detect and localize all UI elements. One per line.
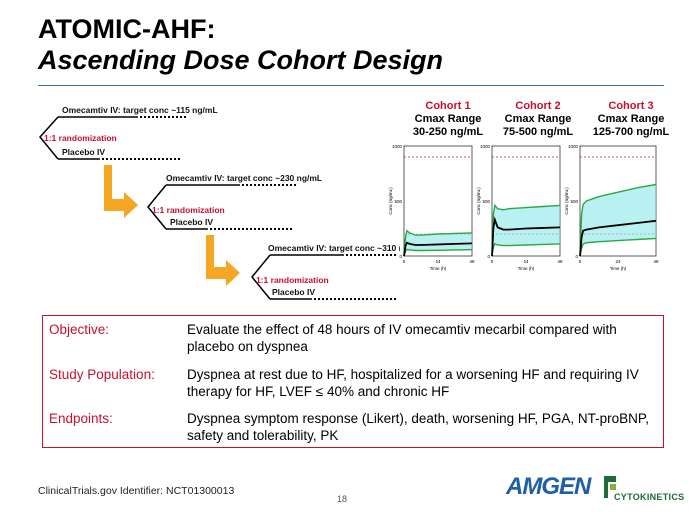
y-axis-label: Conc (ng/mL) <box>388 187 393 215</box>
x-axis-label: Time (h) <box>518 266 535 271</box>
placebo-arm-label: Placebo IV <box>62 147 105 157</box>
slide-title: ATOMIC-AHF: Ascending Dose Cohort Design <box>38 14 443 76</box>
endpoints-label: Endpoints: <box>49 411 113 426</box>
percentile-band <box>492 205 560 256</box>
x-tick-label: 48 <box>653 259 659 264</box>
randomization-label: 1:1 randomization <box>256 275 329 285</box>
title-rule <box>38 85 664 86</box>
cmax-range: 125-700 ng/mL <box>592 126 670 138</box>
title-line-1: ATOMIC-AHF: <box>38 14 216 44</box>
percentile-band <box>580 184 656 256</box>
x-axis-label: Time (h) <box>610 266 627 271</box>
branch-lines <box>39 116 59 160</box>
y-tick-label: 0 <box>487 254 490 259</box>
y-axis-label: Conc (ng/mL) <box>564 187 569 215</box>
x-tick-label: 24 <box>615 259 621 264</box>
series-upper <box>579 183 657 257</box>
x-tick-label: 0 <box>403 259 406 264</box>
cohort-3-header: Cohort 3 Cmax Range 125-700 ng/mL <box>583 100 679 139</box>
x-tick-label: 48 <box>469 259 475 264</box>
stage-1: Omecamtiv IV: target conc ~115 ng/mL 1:1… <box>39 105 218 160</box>
cohort-title: Cohort 1 <box>425 100 471 112</box>
series-median <box>491 216 561 257</box>
placebo-arm-label: Placebo IV <box>272 287 315 297</box>
y-tick-label: 1000 <box>568 144 579 149</box>
y-tick-label: 1000 <box>392 144 403 149</box>
x-axis-label: Time (h) <box>430 266 447 271</box>
population-text: Dyspnea at rest due to HF, hospitalized … <box>187 367 639 399</box>
series-median <box>579 219 657 257</box>
randomization-label: 1:1 randomization <box>44 133 117 143</box>
escalation-arrow-2 <box>206 235 240 286</box>
stage-2: Omecamtiv IV: target conc ~230 ng/mL 1:1… <box>147 173 322 230</box>
stage-3: Omecamtiv IV: target conc ~310 ng/mL 1:1… <box>251 243 400 300</box>
active-arm-label: Omecamtiv IV: target conc ~230 ng/mL <box>166 173 322 183</box>
x-tick-label: 48 <box>557 259 563 264</box>
x-tick-label: 24 <box>435 259 441 264</box>
y-tick-label: 500 <box>482 199 490 204</box>
x-tick-label: 24 <box>523 259 529 264</box>
randomization-label: 1:1 randomization <box>152 205 225 215</box>
objective-label: Objective: <box>49 322 110 337</box>
y-tick-label: 0 <box>575 254 578 259</box>
cohort-title: Cohort 2 <box>515 100 561 112</box>
series-lower <box>491 243 561 257</box>
page-number: 18 <box>337 494 348 504</box>
x-tick-label: 0 <box>491 259 494 264</box>
cohort-title: Cohort 3 <box>608 100 654 112</box>
series-lower <box>403 248 473 257</box>
branch-lines <box>147 184 167 230</box>
active-arm-label: Omecamtiv IV: target conc ~115 ng/mL <box>62 105 218 115</box>
series-median <box>403 241 473 257</box>
placebo-arm-label: Placebo IV <box>170 217 213 227</box>
series-lower <box>579 237 657 257</box>
y-axis-label: Conc (ng/mL) <box>476 187 481 215</box>
x-tick-label: 0 <box>579 259 582 264</box>
branch-lines <box>251 254 271 300</box>
series-upper <box>491 203 561 257</box>
cohort-1-header: Cohort 1 Cmax Range 30-250 ng/mL <box>406 100 490 139</box>
trial-identifier: ClinicalTrials.gov Identifier: NCT013000… <box>38 485 235 497</box>
population-label: Study Population: <box>49 367 155 382</box>
cmax-range: 30-250 ng/mL <box>412 126 484 138</box>
endpoints-text: Dyspnea symptom response (Likert), death… <box>187 411 649 443</box>
y-tick-label: 1000 <box>480 144 491 149</box>
series-upper <box>403 229 473 257</box>
cmax-label: Cmax Range <box>414 113 482 125</box>
cmax-label: Cmax Range <box>597 113 665 125</box>
cytokinetics-logo: CYTOKINETICS <box>614 492 685 502</box>
y-tick-label: 0 <box>399 254 402 259</box>
cohort-2-header: Cohort 2 Cmax Range 75-500 ng/mL <box>494 100 582 139</box>
dose-cohort-diagram: Omecamtiv IV: target conc ~115 ng/mL 1:1… <box>39 105 400 300</box>
y-tick-label: 500 <box>570 199 578 204</box>
study-info-box: Objective: Evaluate the effect of 48 hou… <box>42 315 664 448</box>
cmax-label: Cmax Range <box>504 113 572 125</box>
title-line-2: Ascending Dose Cohort Design <box>38 45 444 75</box>
cmax-range: 75-500 ng/mL <box>502 126 574 138</box>
cytokinetics-logo-icon <box>604 476 616 498</box>
amgen-logo: AMGEN <box>506 473 591 500</box>
y-tick-label: 500 <box>394 199 402 204</box>
objective-text: Evaluate the effect of 48 hours of IV om… <box>187 322 617 354</box>
escalation-arrow-1 <box>104 165 138 218</box>
active-arm-label: Omecamtiv IV: target conc ~310 ng/mL <box>268 243 400 253</box>
